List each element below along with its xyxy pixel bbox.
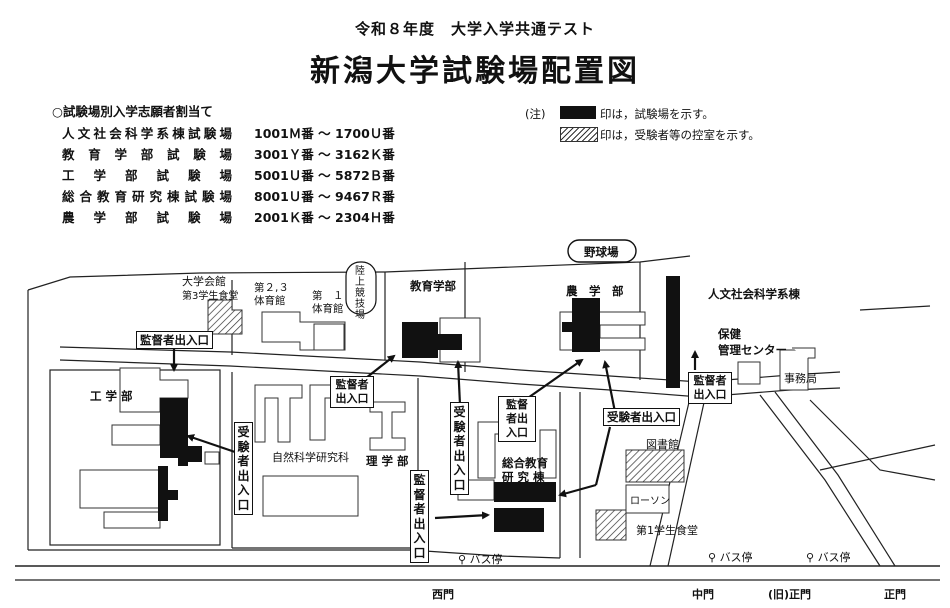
allocation-site: 人文社会科学系棟試験場 [62, 126, 232, 141]
label-engineering: 工 学 部 [90, 389, 133, 403]
label-baseball: 野球場 [584, 245, 619, 259]
label-general-2: 研 究 棟 [502, 470, 545, 484]
allocation-range: 8001Ｕ番 ～ 9467Ｒ番 [254, 189, 395, 204]
label-education: 教育学部 [410, 279, 456, 293]
allocation-site: 総合教育研究棟試験場 [62, 189, 232, 204]
waiting-rooms [207, 299, 685, 541]
label-science-grad: 自然科学研究科 [272, 451, 349, 464]
label-library: 図書館 [646, 438, 679, 451]
exam-sites [158, 276, 680, 532]
allocation-row: 教育学部試験場 3001Ｙ番 ～ 3162Ｋ番 [62, 144, 395, 163]
allocation-heading: ○試験場別入学志願者割当て [52, 104, 213, 119]
supervisor-entrance-agriculture: 監督者出入口 [498, 396, 536, 442]
allocation-site: 農学部試験場 [62, 210, 232, 225]
gate-west: 西門 [432, 588, 454, 601]
gate-main: 正門 [884, 588, 906, 601]
allocation-row: 工学部試験場 5001Ｕ番 ～ 5872Ｂ番 [62, 165, 395, 184]
legend-exam-swatch [560, 106, 596, 119]
label-gym1: 第 １ 体育館 [312, 290, 344, 315]
allocation-range: 2001Ｋ番 ～ 2304Ｈ番 [254, 210, 395, 225]
label-health-2: 管理センター [718, 343, 787, 357]
label-hall: 大学会館 [182, 275, 226, 288]
label-cafeteria3: 第3学生食堂 [182, 291, 239, 302]
legend-exam-text: 印は，試験場を示す。 [600, 107, 714, 121]
map-title: 新潟大学試験場配置図 [310, 54, 640, 89]
outline-buildings [79, 311, 816, 529]
busstop-label: バス停 [817, 551, 851, 564]
busstop-middle: ⚲ バス停 [708, 549, 753, 565]
label-cafeteria1: 第1学生食堂 [636, 524, 698, 537]
busstop-label: バス停 [469, 553, 503, 566]
bus-stop-pin-icon: ⚲ [708, 551, 717, 564]
label-gym23: 第２,３ 体育館 [254, 282, 289, 307]
busstop-east: ⚲ バス停 [806, 549, 851, 565]
map-subtitle: 令和８年度 大学入学共通テスト [354, 20, 595, 38]
roads [15, 255, 940, 581]
label-office: 事務局 [784, 372, 817, 385]
examinee-entrance-engineering: 受験者出入口 [234, 422, 253, 515]
allocation-range: 3001Ｙ番 ～ 3162Ｋ番 [254, 147, 395, 162]
label-agriculture: 農 学 部 [566, 284, 624, 298]
bus-stop-pin-icon: ⚲ [806, 551, 815, 564]
examinee-entrance-education: 受験者出入口 [450, 402, 469, 495]
examinee-entrance-east: 受験者出入口 [603, 408, 680, 426]
label-lawson: ローソン [630, 496, 670, 507]
label-health-1: 保健 [718, 327, 741, 341]
supervisor-entrance-education: 監督者出入口 [330, 376, 374, 408]
allocation-row: 農学部試験場 2001Ｋ番 ～ 2304Ｈ番 [62, 207, 395, 226]
allocation-row: 総合教育研究棟試験場 8001Ｕ番 ～ 9467Ｒ番 [62, 186, 395, 205]
label-general-1: 総合教育 [502, 456, 548, 470]
allocation-site: 教育学部試験場 [62, 147, 232, 162]
legend-note-mark: (注) [525, 107, 546, 121]
label-track: 陸上競技場 [355, 266, 365, 321]
busstop-label: バス停 [719, 551, 753, 564]
gate-middle: 中門 [692, 588, 714, 601]
label-science: 理 学 部 [366, 454, 409, 468]
supervisor-entrance-humanities: 監督者出入口 [688, 372, 732, 404]
connectors [170, 348, 699, 520]
gate-old-main: (旧)正門 [768, 588, 812, 601]
legend-waiting-text: 印は，受験者等の控室を示す。 [600, 128, 760, 142]
label-humanities: 人文社会科学系棟 [708, 287, 800, 301]
legend-waiting-swatch [560, 127, 598, 142]
allocation-site: 工学部試験場 [62, 168, 232, 183]
allocation-range: 1001Ｍ番 ～ 1700Ｕ番 [254, 126, 395, 141]
supervisor-entrance-general: 監督者出入口 [410, 470, 429, 563]
allocation-row: 人文社会科学系棟試験場 1001Ｍ番 ～ 1700Ｕ番 [62, 123, 395, 142]
busstop-west: ⚲ バス停 [458, 551, 503, 567]
allocation-range: 5001Ｕ番 ～ 5872Ｂ番 [254, 168, 395, 183]
supervisor-entrance-engineering: 監督者出入口 [136, 331, 213, 349]
bus-stop-pin-icon: ⚲ [458, 553, 467, 566]
